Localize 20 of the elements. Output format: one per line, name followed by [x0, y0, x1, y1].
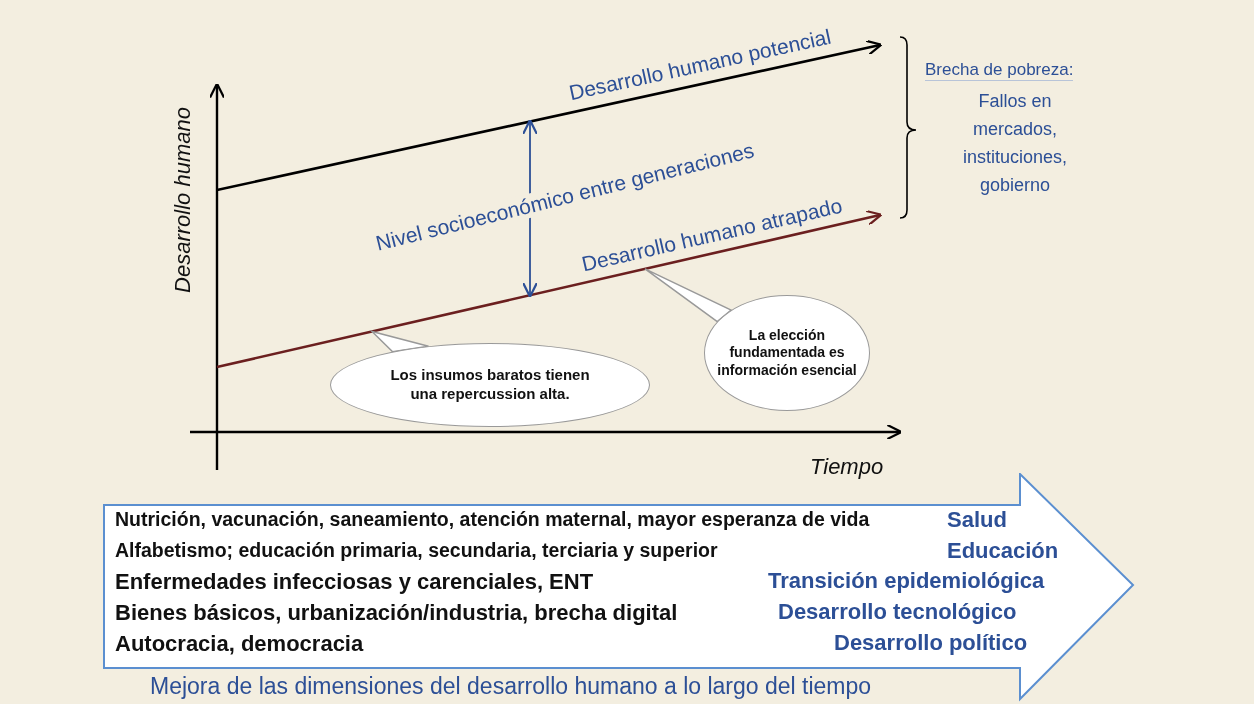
dimension-name: Educación: [947, 538, 1059, 564]
row-text: Autocracia, democracia: [115, 631, 364, 657]
callout-pointer: [369, 330, 430, 353]
row-text: Bienes básicos, urbanización/industria, brecha digital: [115, 600, 678, 626]
dimension-name: Desarrollo tecnológico: [778, 599, 1017, 625]
row-text: Nutrición, vacunación, saneamiento, atención maternal, mayor esperanza de vida: [115, 508, 870, 531]
callout-text: Los insumos baratos tienen una repercussion alta.: [389, 366, 591, 404]
callout-text: La elección fundamentada es información esencial: [717, 326, 857, 380]
axis-label: Desarrollo humano: [170, 107, 196, 293]
dimension-name: Transición epidemiológica: [768, 568, 1045, 594]
dimension-name: Desarrollo político: [834, 630, 1028, 656]
dimension-name: Salud: [947, 507, 1007, 533]
double-arrow: [521, 119, 539, 298]
note-text: Fallos en mercados, instituciones, gobierno: [961, 90, 1069, 197]
arrow-caption: Mejora de las dimensiones del desarrollo humano a lo largo del tiempo: [150, 673, 872, 700]
row-text: Alfabetismo; educación primaria, secundaria, terciaria y superior: [115, 539, 718, 562]
callout-pointer: [644, 268, 733, 323]
heading-text: Brecha de pobreza:: [925, 60, 1074, 81]
row-text: Enfermedades infecciosas y carenciales, ENT: [115, 569, 594, 595]
axis-label: Tiempo: [810, 454, 884, 480]
